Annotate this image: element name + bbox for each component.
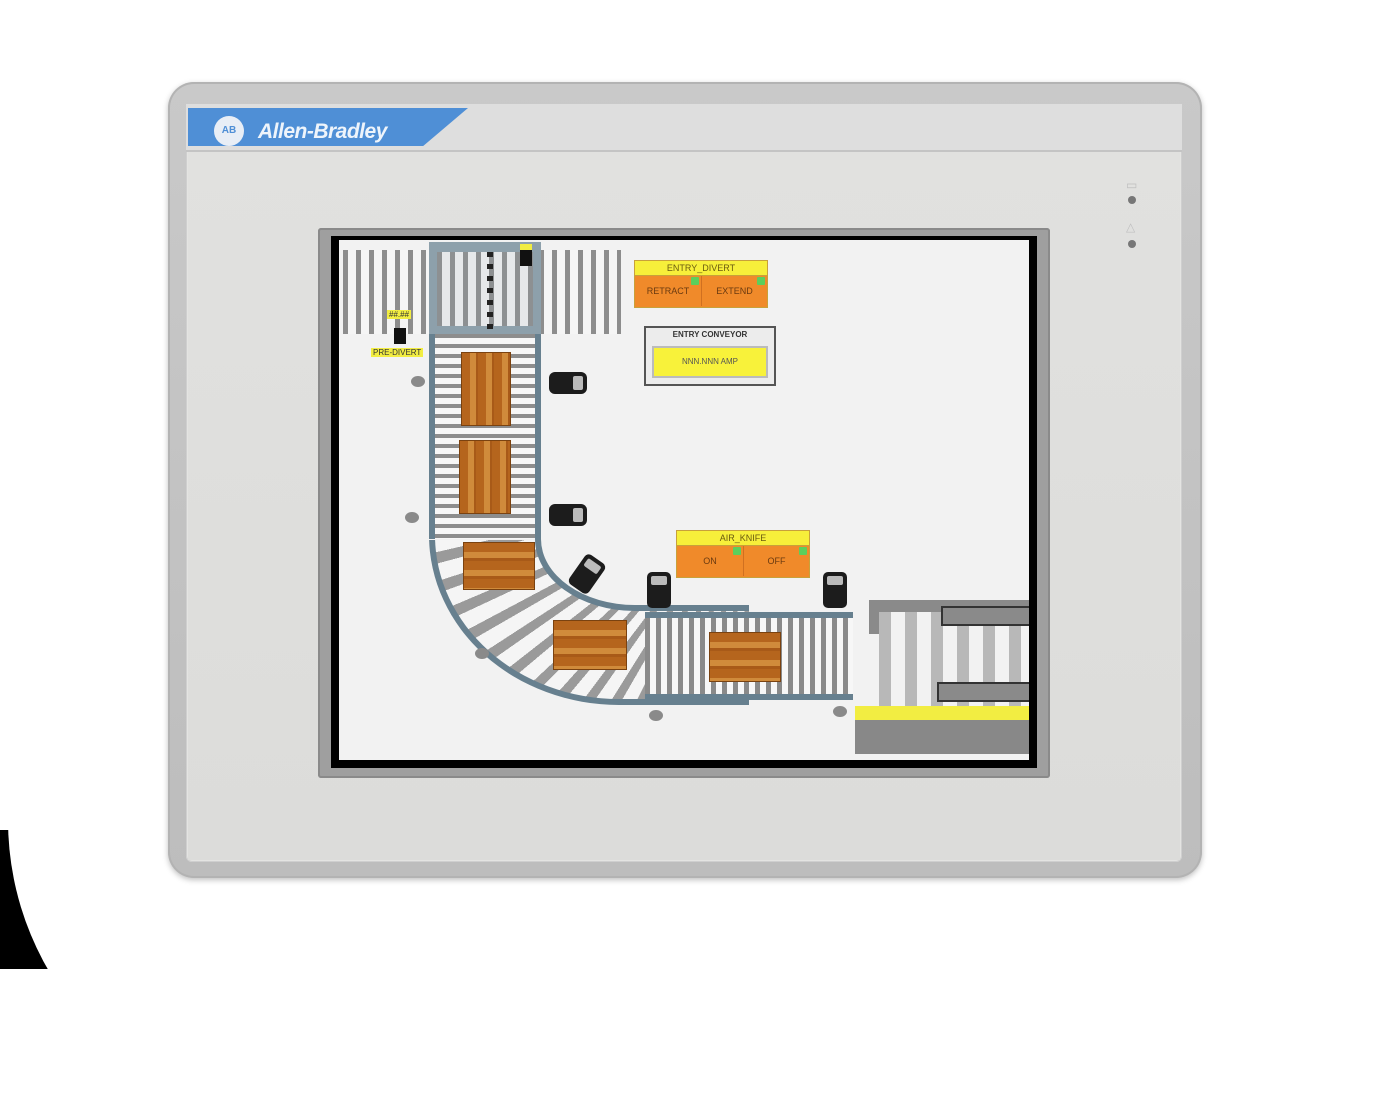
package — [709, 632, 781, 682]
air-knife-on-button[interactable]: ON — [677, 546, 744, 576]
photo-eye-sensor-icon[interactable] — [549, 372, 587, 394]
brand-name: Allen-Bradley — [258, 120, 387, 143]
conveyor-foot — [411, 376, 425, 387]
status-indicator-icon — [691, 277, 699, 285]
fault-led — [1128, 240, 1136, 248]
conveyor-rail-bottom — [645, 694, 853, 700]
allen-bradley-logo-icon: AB — [214, 116, 244, 146]
air-knife-title: AIR_KNIFE — [677, 531, 809, 546]
conveyor-rail-top — [645, 612, 853, 618]
entry-divert-control: ENTRY_DIVERT RETRACT EXTEND — [634, 260, 768, 308]
comm-led — [1128, 196, 1136, 204]
machine-lower-plate — [937, 682, 1029, 702]
photo-eye-sensor-icon[interactable] — [823, 572, 847, 608]
entry-conveyor-title: ENTRY CONVEYOR — [672, 330, 748, 339]
off-label: OFF — [767, 556, 786, 566]
hmi-display[interactable]: ##.## PRE-DIVERT ENTRY_DIVERT — [339, 240, 1029, 760]
background-corner — [1130, 0, 1400, 270]
pre-divert-tag: ##.## — [387, 310, 412, 319]
retract-label: RETRACT — [646, 286, 690, 296]
status-indicator-icon — [733, 547, 741, 555]
warning-triangle-icon: △ — [1126, 220, 1136, 234]
entry-divert-title: ENTRY_DIVERT — [635, 261, 767, 276]
package — [459, 440, 511, 514]
on-label: ON — [703, 556, 717, 566]
divert-rollers — [437, 252, 533, 326]
pre-divert-label: PRE-DIVERT — [371, 348, 424, 357]
divert-sensor — [520, 250, 532, 266]
machine-base — [855, 720, 1029, 754]
conveyor-foot — [405, 512, 419, 523]
package — [461, 352, 511, 426]
comm-icon: ▭ — [1126, 178, 1138, 192]
conveyor-foot — [649, 710, 663, 721]
conveyor-rail-right — [535, 334, 541, 539]
air-knife-control: AIR_KNIFE ON OFF — [676, 530, 810, 578]
air-knife-off-button[interactable]: OFF — [744, 546, 809, 576]
entry-conveyor-amp-value: NNN.NNN AMP — [652, 346, 768, 378]
touchscreen[interactable]: ##.## PRE-DIVERT ENTRY_DIVERT — [331, 236, 1037, 768]
conveyor-rail-left — [429, 334, 435, 539]
status-indicator-icon — [757, 277, 765, 285]
entry-conveyor-display: ENTRY CONVEYOR NNN.NNN AMP — [644, 326, 776, 386]
machine-upper-plate — [941, 606, 1029, 626]
machine-yellow-strip — [855, 706, 1029, 720]
top-right-conveyor — [539, 250, 621, 334]
package — [553, 620, 627, 670]
status-indicator-icon — [799, 547, 807, 555]
divert-sensor-tag — [520, 244, 532, 250]
photo-eye-sensor-icon[interactable] — [647, 572, 671, 608]
divert-chain — [487, 252, 493, 332]
brand-bar: AB Allen-Bradley — [186, 104, 1182, 152]
package — [463, 542, 535, 590]
photo-eye-sensor-icon[interactable] — [549, 504, 587, 526]
conveyor-foot — [833, 706, 847, 717]
conveyor-foot — [475, 648, 489, 659]
retract-button[interactable]: RETRACT — [635, 276, 702, 306]
brand-strip: AB Allen-Bradley — [188, 108, 468, 146]
top-left-conveyor — [343, 250, 433, 334]
pre-divert-sensor-icon — [394, 328, 406, 344]
extend-label: EXTEND — [716, 286, 753, 296]
extend-button[interactable]: EXTEND — [702, 276, 767, 306]
